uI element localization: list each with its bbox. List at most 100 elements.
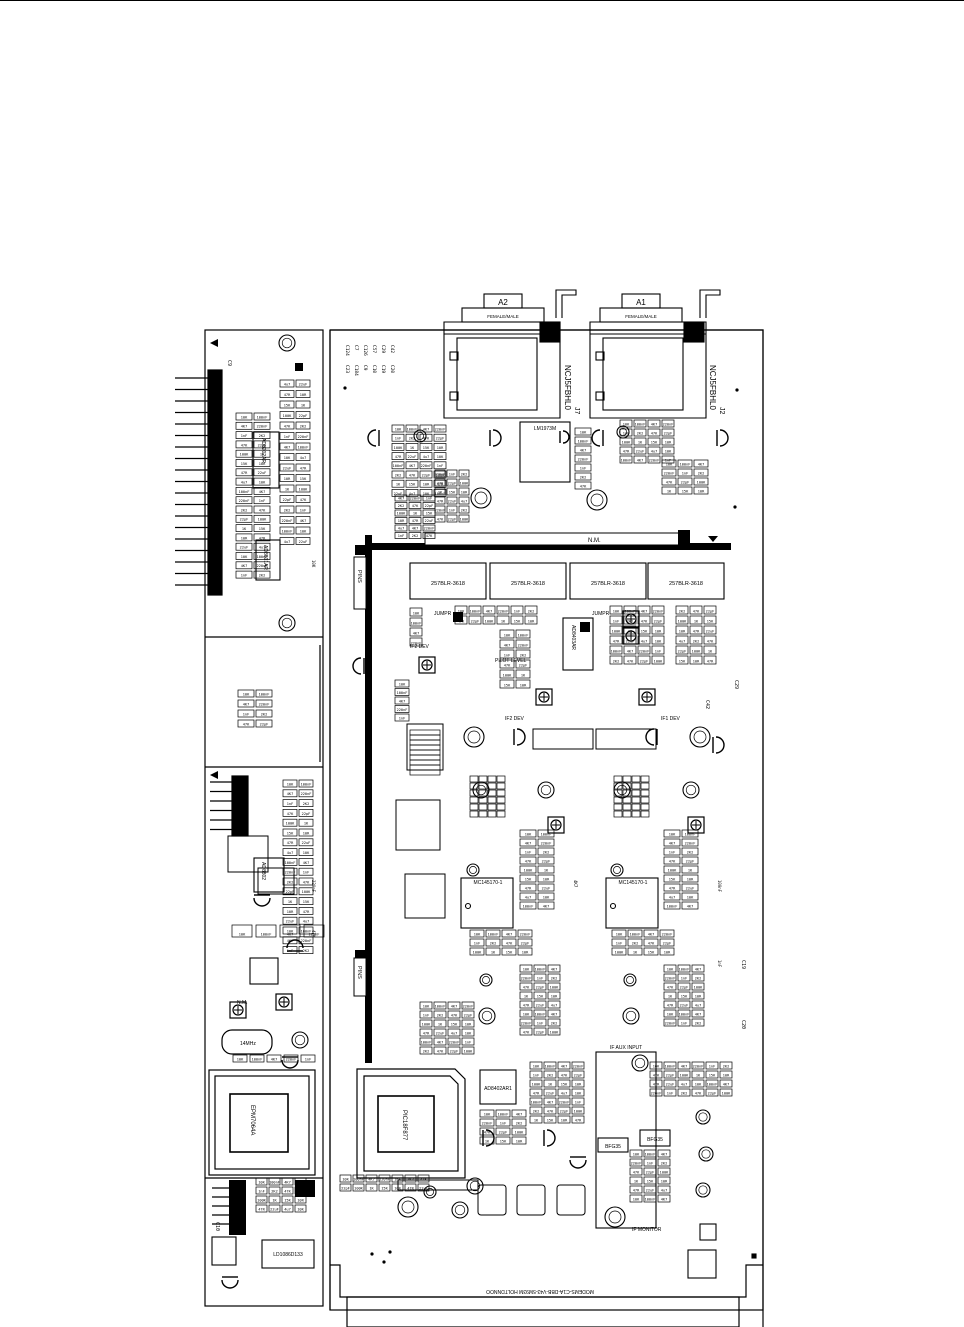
smd-part <box>519 856 537 865</box>
smd-value: 4K7 <box>723 1082 730 1086</box>
left-capacitor-stacks <box>227 835 295 895</box>
connector-a2-sub: FEMALE/MALE <box>487 314 519 319</box>
smd-part <box>433 1046 447 1055</box>
smd-value: 100nF <box>545 1064 556 1068</box>
smd-part <box>391 1174 404 1183</box>
electrolytic-cap <box>466 1177 484 1195</box>
smd-part <box>295 432 311 440</box>
smd-part <box>249 1054 265 1063</box>
smd-value: 4u7 <box>525 895 532 899</box>
smd-value: 47R <box>693 629 700 633</box>
smd-value: 220nF <box>665 976 676 980</box>
smd-value: 47K <box>412 504 419 508</box>
smd-part <box>237 689 255 698</box>
smd-value: 2K2 <box>300 424 307 428</box>
smd-part <box>519 874 537 883</box>
smd-part <box>691 1079 705 1088</box>
smd-value: 100K <box>286 822 295 826</box>
smd-part <box>675 655 689 665</box>
smd-value: 15K <box>561 1082 568 1086</box>
vertical-label: 10K <box>311 560 316 568</box>
smd-value: 47K <box>504 663 511 667</box>
smd-value: 47K <box>648 941 655 945</box>
smd-value: 22pF <box>448 517 457 521</box>
smd-part <box>409 627 423 637</box>
smd-value: 10R <box>516 1139 523 1143</box>
smd-part <box>433 1037 447 1046</box>
smd-value: 47K <box>667 985 674 989</box>
smd-part <box>643 1158 657 1167</box>
smd-part <box>408 494 422 502</box>
electrolytic-cap <box>397 1196 419 1218</box>
smd-value: 22uF <box>546 1091 555 1095</box>
smd-part <box>659 947 675 956</box>
smd-part <box>253 542 271 551</box>
smd-value: 1K <box>304 822 309 826</box>
smd-part <box>255 1177 268 1186</box>
smd-value: 1nF <box>647 1161 654 1165</box>
smd-part <box>482 605 496 615</box>
smd-value: 4K7 <box>287 932 294 936</box>
smd-part <box>487 803 497 811</box>
smd-value: 22pF <box>422 473 431 477</box>
smd-value: 15K <box>451 1022 458 1026</box>
smd-value: 100nF <box>498 1112 509 1116</box>
smd-part <box>391 443 405 451</box>
smd-value: 10K <box>504 633 511 637</box>
smd-value: 4K7 <box>525 841 532 845</box>
smd-part <box>677 459 693 468</box>
smd-value: 47K <box>561 1073 568 1077</box>
smd-value: 220nF <box>397 708 408 712</box>
smd-value: 10R <box>679 629 686 633</box>
smd-part <box>419 1037 433 1046</box>
smd-part <box>404 1183 417 1192</box>
smd-part <box>279 505 295 514</box>
trim-pot <box>638 688 656 706</box>
smd-part <box>519 1018 533 1027</box>
smd-part <box>677 1009 691 1018</box>
smd-value: 4K7 <box>661 1197 668 1201</box>
smd-part <box>419 1028 433 1037</box>
electrolytic-cap <box>682 781 700 799</box>
vertical-label: C42 <box>389 345 395 353</box>
smd-part <box>433 443 447 451</box>
smd-value: 100nF <box>411 621 422 625</box>
smd-value: 4K7 <box>486 609 493 613</box>
smd-part <box>282 789 298 798</box>
smd-value: 47K <box>633 1170 640 1174</box>
bfg-transistor <box>597 1129 671 1153</box>
smd-part <box>640 775 650 783</box>
smd-part <box>649 1070 663 1079</box>
smd-part <box>529 1079 543 1088</box>
smd-value: 100nF <box>285 861 296 865</box>
pin-header-upper <box>175 369 223 596</box>
smd-part <box>651 615 665 625</box>
smd-value: 1nF <box>709 1064 716 1068</box>
smd-part <box>253 468 271 477</box>
smd-part <box>519 964 533 973</box>
electrolytic-cap-inner <box>701 1149 711 1159</box>
smd-value: 22pF <box>663 941 672 945</box>
smd-value: 100nF <box>535 967 546 971</box>
smd-value: 100nF <box>645 1197 656 1201</box>
smd-value: 2K2 <box>303 949 310 953</box>
smd-part <box>253 533 271 542</box>
smd-value: 4u7 <box>241 481 248 485</box>
electrolytic-cap-inner <box>619 428 627 436</box>
vertical-label: C29 <box>733 680 739 689</box>
smd-part <box>409 759 441 766</box>
smd-value: 4u7 <box>681 1082 688 1086</box>
smd-part <box>235 468 253 477</box>
smd-part <box>611 947 627 956</box>
smd-part <box>649 1079 663 1088</box>
smd-part <box>719 1070 733 1079</box>
smd-part <box>681 883 699 892</box>
smd-value: 100nF <box>353 1177 364 1181</box>
smd-part <box>529 1097 543 1106</box>
trim-pot <box>418 656 436 674</box>
smd-value: 2K2 <box>409 437 416 441</box>
smd-part <box>298 818 314 827</box>
smd-value: 100K <box>397 511 406 515</box>
smd-value: 220nF <box>257 425 268 429</box>
vertical-label: C42 <box>704 700 710 709</box>
